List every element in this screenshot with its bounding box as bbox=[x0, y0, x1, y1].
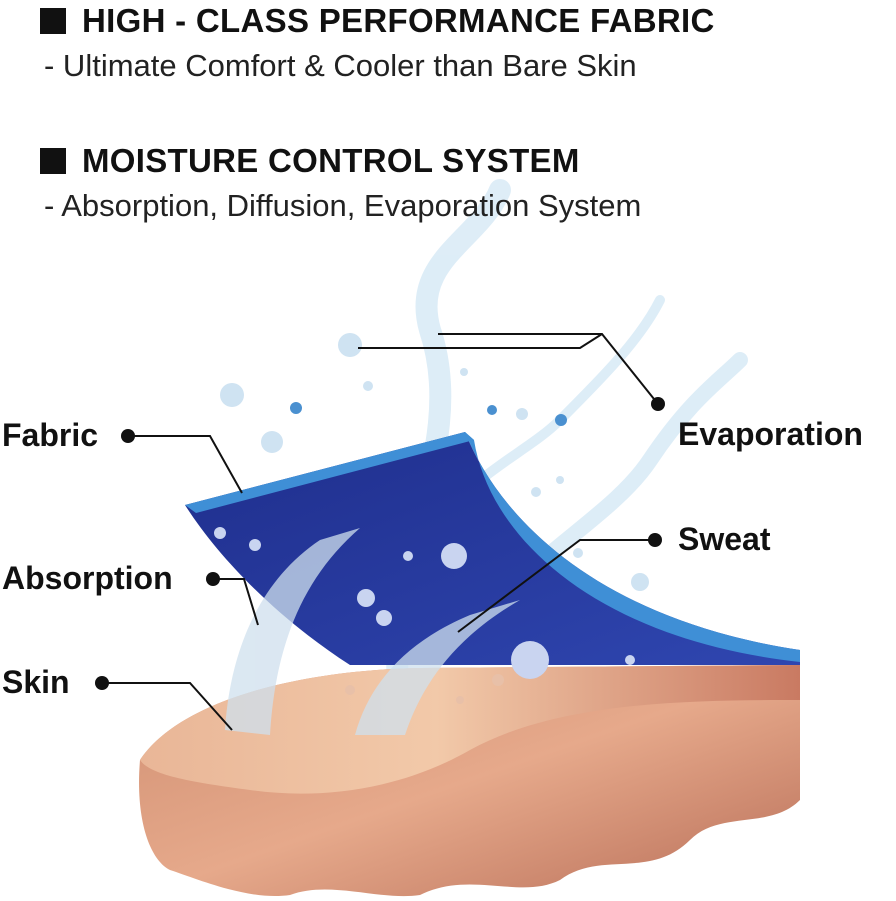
square-bullet-icon bbox=[40, 8, 66, 34]
label-sweat: Sweat bbox=[678, 521, 771, 557]
heading-text: MOISTURE CONTROL SYSTEM bbox=[82, 142, 580, 179]
label-absorption: Absorption bbox=[2, 560, 173, 596]
square-bullet-icon bbox=[40, 148, 66, 174]
leader-lines bbox=[102, 333, 659, 731]
label-evaporation: Evaporation bbox=[678, 416, 863, 452]
subheading-comfort: - Ultimate Comfort & Cooler than Bare Sk… bbox=[44, 48, 637, 83]
label-fabric: Fabric bbox=[2, 417, 99, 453]
subheading-system: - Absorption, Diffusion, Evaporation Sys… bbox=[44, 188, 642, 223]
fabric-layer bbox=[185, 432, 800, 665]
heading-performance-fabric: HIGH - CLASS PERFORMANCE FABRIC bbox=[40, 2, 715, 40]
skin-layer bbox=[139, 665, 800, 897]
sweat-streaks bbox=[225, 528, 520, 735]
heading-text: HIGH - CLASS PERFORMANCE FABRIC bbox=[82, 2, 715, 39]
moisture-bubbles bbox=[214, 333, 649, 704]
leader-dots bbox=[95, 397, 665, 690]
heading-moisture-control: MOISTURE CONTROL SYSTEM bbox=[40, 142, 580, 180]
label-skin: Skin bbox=[2, 664, 70, 700]
